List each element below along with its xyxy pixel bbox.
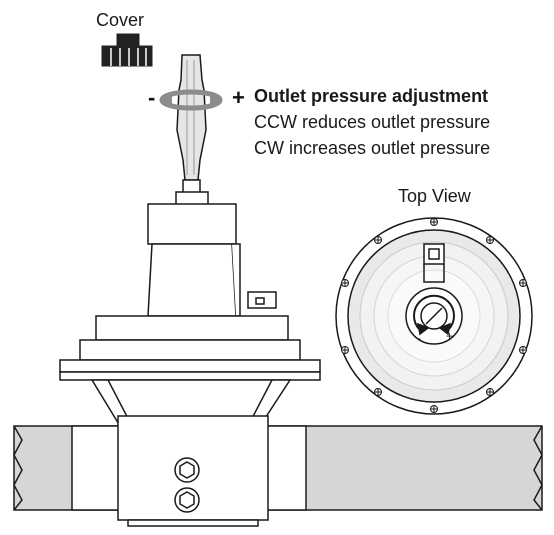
hex-plug-icon — [174, 457, 200, 513]
cw-description: CW increases outlet pressure — [254, 138, 491, 158]
rotation-arrows-icon — [159, 89, 223, 111]
adjustment-title: Outlet pressure adjustment — [254, 86, 489, 106]
regulator-body — [59, 191, 321, 427]
screwdriver-icon — [176, 54, 207, 195]
cover-label: Cover — [96, 10, 145, 30]
screw-icon — [341, 218, 527, 413]
dial-minus-sign: - — [417, 331, 421, 345]
ccw-description: CCW reduces outlet pressure — [254, 112, 491, 132]
plus-sign: + — [232, 85, 245, 110]
cover-cap-icon — [101, 33, 153, 67]
top-view-dial — [335, 217, 533, 415]
top-view-label: Top View — [398, 186, 471, 206]
minus-sign: - — [148, 85, 156, 110]
dial-plus-sign: + — [446, 329, 454, 343]
pipe — [13, 415, 543, 527]
